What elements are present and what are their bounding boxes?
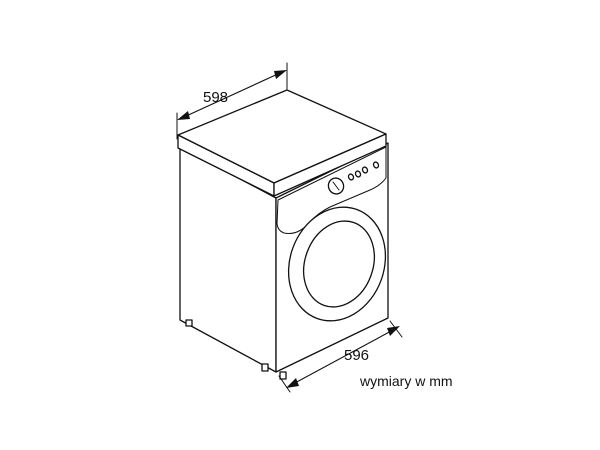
machine-feet bbox=[185, 319, 287, 380]
units-note: wymiary w mm bbox=[359, 373, 453, 389]
depth-dimension-line bbox=[292, 329, 394, 385]
foot-icon bbox=[279, 371, 287, 380]
button-icon bbox=[354, 170, 362, 178]
button-icon bbox=[372, 161, 380, 169]
arrowhead-icon bbox=[177, 111, 190, 120]
arrowhead-icon bbox=[286, 378, 299, 388]
program-knob-pointer bbox=[332, 181, 340, 191]
arrowhead-icon bbox=[274, 70, 287, 79]
foot-icon bbox=[261, 363, 269, 372]
depth-extension-front bbox=[278, 375, 291, 393]
width-dimension-line bbox=[183, 72, 281, 118]
arrowhead-icon bbox=[387, 326, 400, 336]
machine-top-edge-front bbox=[273, 133, 387, 197]
control-buttons bbox=[347, 161, 380, 181]
button-icon bbox=[347, 173, 355, 181]
button-icon bbox=[361, 166, 369, 174]
depth-label: 596 bbox=[344, 347, 369, 364]
width-dimension: 598 bbox=[176, 62, 288, 140]
depth-dimension: 596 bbox=[278, 320, 403, 393]
width-label: 598 bbox=[203, 89, 228, 106]
door-glass bbox=[303, 220, 375, 308]
foot-icon bbox=[185, 319, 193, 327]
